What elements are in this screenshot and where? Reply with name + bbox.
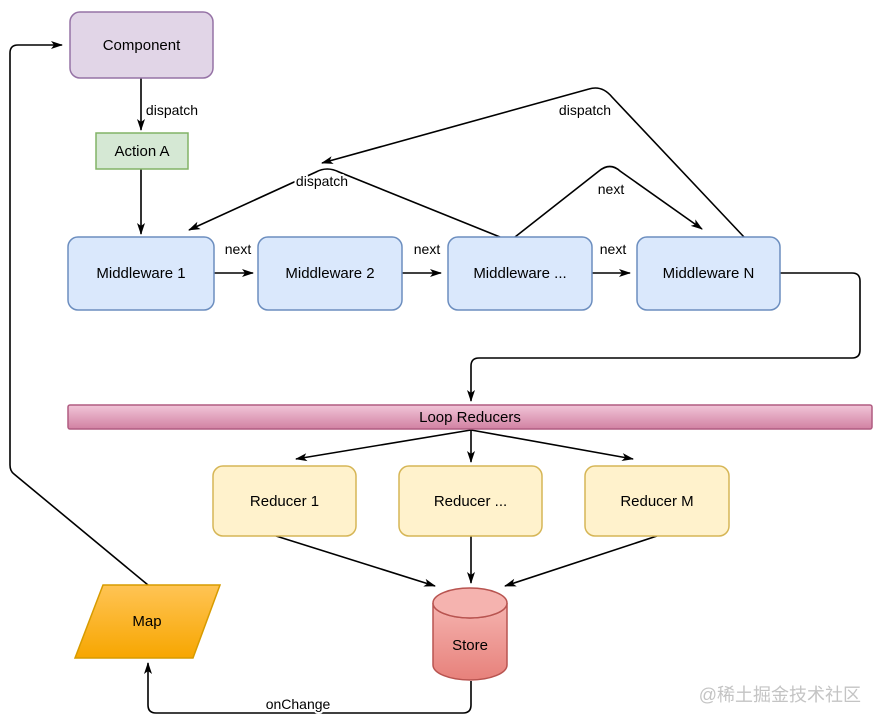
node-middleware-n: Middleware N: [636, 236, 781, 311]
node-loop-reducers: Loop Reducers: [67, 404, 873, 430]
next-label-2: next: [414, 241, 441, 257]
node-middleware-dots: Middleware ...: [447, 236, 593, 311]
dispatch-label-component: dispatch: [146, 102, 198, 118]
store-label: Store: [452, 637, 488, 654]
edge-mn-to-loop-reducers: [467, 272, 861, 402]
node-reducer-dots: Reducer ...: [398, 465, 543, 537]
edge-mn-dispatch: [321, 87, 745, 238]
node-store: Store: [432, 587, 508, 681]
middleware-2-label: Middleware 2: [285, 265, 374, 282]
edge-labels: dispatch dispatch dispatch next next nex…: [144, 100, 628, 714]
middleware-1-box: [67, 236, 215, 311]
node-reducer-m: Reducer M: [584, 465, 730, 537]
onchange-label: onChange: [266, 696, 331, 712]
next-label-1: next: [225, 241, 252, 257]
dispatch-label-middle: dispatch: [296, 173, 348, 189]
edge-mdots-to-mn-curve: [514, 165, 703, 238]
node-map: Map: [73, 584, 222, 659]
node-action-a: Action A: [95, 132, 189, 170]
reducer-dots-label: Reducer ...: [434, 493, 507, 510]
middleware-n-label: Middleware N: [663, 265, 755, 282]
reducer-dots-box: [398, 465, 543, 537]
watermark: @稀土掘金技术社区: [699, 685, 861, 705]
edges: [9, 41, 861, 714]
edge-map-to-component: [9, 41, 149, 586]
map-parallelogram: [73, 584, 222, 659]
edge-mdots-dispatch: [188, 168, 501, 238]
node-component: Component: [69, 11, 214, 79]
next-label-3: next: [600, 241, 627, 257]
edge-reducer1-to-store: [275, 535, 436, 587]
edge-bar-to-reducer1: [295, 429, 472, 462]
component-box: [69, 11, 214, 79]
node-middleware-2: Middleware 2: [257, 236, 403, 311]
edge-bar-to-reducer-m: [470, 429, 634, 461]
node-reducer-1: Reducer 1: [212, 465, 357, 537]
reducer-1-box: [212, 465, 357, 537]
node-middleware-1: Middleware 1: [67, 236, 215, 311]
middleware-dots-label: Middleware ...: [473, 265, 566, 282]
nodes: Component Action A Middleware 1 Middlewa…: [67, 11, 873, 681]
reducer-m-box: [584, 465, 730, 537]
edge-store-to-map: [144, 662, 472, 714]
next-label-curve: next: [598, 181, 625, 197]
reducer-m-label: Reducer M: [620, 493, 693, 510]
loop-reducers-label: Loop Reducers: [419, 409, 521, 426]
action-a-box: [95, 132, 189, 170]
map-label: Map: [132, 613, 161, 630]
loop-reducers-bar: [67, 404, 873, 430]
dispatch-label-top: dispatch: [559, 102, 611, 118]
middleware-dots-box: [447, 236, 593, 311]
edge-reducer-m-to-store: [504, 535, 658, 587]
component-label: Component: [103, 37, 181, 54]
middleware-2-box: [257, 236, 403, 311]
action-a-label: Action A: [114, 143, 169, 160]
reducer-1-label: Reducer 1: [250, 493, 319, 510]
middleware-1-label: Middleware 1: [96, 265, 185, 282]
store-cylinder-top: [432, 587, 508, 619]
middleware-n-box: [636, 236, 781, 311]
